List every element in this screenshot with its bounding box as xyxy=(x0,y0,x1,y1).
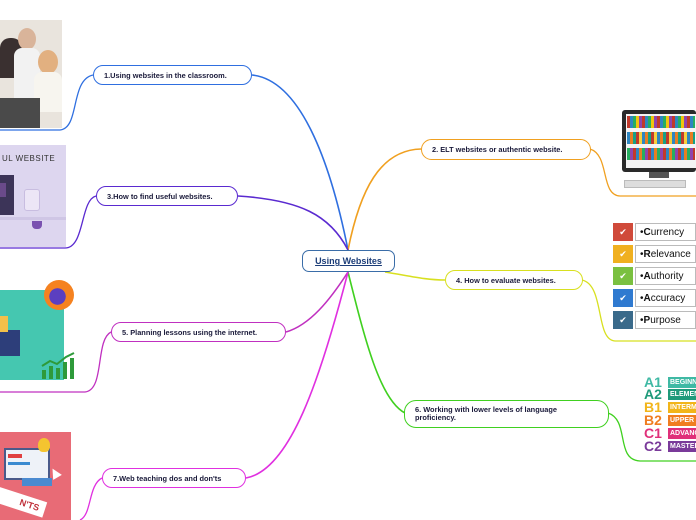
chevron-down-icon: ✔ xyxy=(613,289,633,307)
useful-website-caption: UL WEBSITE xyxy=(2,154,56,163)
topic-find-useful-websites[interactable]: 3.How to find useful websites. xyxy=(96,186,238,206)
link-topic-6 xyxy=(347,271,406,414)
criteria-rest: elevance xyxy=(650,248,691,260)
link-topic-7 xyxy=(245,271,349,479)
dos-donts-image: N'TS xyxy=(0,432,71,520)
criteria-letter: A xyxy=(643,270,651,282)
criteria-letter: R xyxy=(643,248,651,260)
keyboard-illustration xyxy=(22,478,52,486)
puzzle-icon xyxy=(0,330,20,356)
chevron-down-icon: ✔ xyxy=(613,223,633,241)
monitor-bar xyxy=(8,454,22,458)
topic-lower-levels[interactable]: 6. Working with lower levels of language… xyxy=(404,400,609,428)
person-illustration xyxy=(0,183,6,197)
level-row: C2 MASTER xyxy=(644,438,696,453)
shelf-row xyxy=(627,132,695,144)
chevron-down-icon: ✔ xyxy=(613,245,633,263)
topic-using-websites-in-classroom[interactable]: 1.Using websites in the classroom. xyxy=(93,65,252,85)
topic-elt-or-authentic-websites[interactable]: 2. ELT websites or authentic website. xyxy=(421,139,591,160)
link-topic-2 xyxy=(347,148,422,251)
level-row: A1 BEGINNE xyxy=(644,375,696,390)
level-row: A2 ELEMEN xyxy=(644,386,696,402)
level-code: B1 xyxy=(644,399,662,415)
language-levels-image: A1 BEGINNE A2 ELEMEN B1 INTERM B2 UPPER … xyxy=(644,375,696,453)
link-image-5 xyxy=(0,331,112,393)
level-row: B1 INTERM xyxy=(644,399,696,415)
level-name: BEGINNE xyxy=(668,376,696,388)
link-topic-4 xyxy=(384,271,446,281)
criteria-letter: A xyxy=(643,292,651,304)
monitor-bar xyxy=(8,462,30,465)
central-topic[interactable]: Using Websites xyxy=(302,250,395,272)
link-image-2 xyxy=(589,148,696,197)
link-image-7 xyxy=(79,477,103,520)
link-image-1 xyxy=(0,74,94,131)
criteria-letter: P xyxy=(643,314,651,326)
shelf-row xyxy=(627,116,695,128)
criteria-rest: ccuracy xyxy=(650,292,686,304)
keyboard xyxy=(624,180,686,188)
link-topic-3 xyxy=(237,195,349,251)
link-image-4 xyxy=(581,279,696,342)
cup xyxy=(32,221,42,229)
link-image-3 xyxy=(0,195,97,249)
firefox-icon xyxy=(44,280,74,310)
level-code: B2 xyxy=(644,412,662,428)
monitor-stand xyxy=(649,172,669,178)
level-name: UPPER I xyxy=(668,414,696,426)
useful-website-image: UL WEBSITE xyxy=(0,145,66,247)
level-code: A2 xyxy=(644,386,662,402)
lightbulb-icon xyxy=(38,438,50,452)
chevron-down-icon: ✔ xyxy=(613,311,633,329)
donts-sign-label: N'TS xyxy=(18,497,41,513)
classroom-photo xyxy=(0,20,62,128)
topic-evaluate-websites[interactable]: 4. How to evaluate websites. xyxy=(445,270,583,290)
level-code: C1 xyxy=(644,425,662,441)
laptop xyxy=(0,98,40,128)
link-image-6 xyxy=(607,412,696,462)
desk xyxy=(0,217,66,220)
plant-pot xyxy=(24,189,40,211)
planning-lessons-image xyxy=(0,278,80,380)
criteria-rest: urrency xyxy=(650,226,685,238)
level-name: INTERM xyxy=(668,401,696,413)
level-name: ELEMEN xyxy=(668,388,696,400)
donts-sign: N'TS xyxy=(0,486,48,518)
puzzle-icon xyxy=(0,316,8,332)
student-figure xyxy=(18,28,36,50)
bookshelf-monitor-image xyxy=(619,102,696,192)
level-name: MASTER xyxy=(668,440,696,452)
chevron-down-icon: ✔ xyxy=(613,267,633,285)
growth-chart-icon xyxy=(41,352,75,379)
level-row: B2 UPPER I xyxy=(644,412,696,428)
shelf-row xyxy=(627,148,695,160)
level-code: C2 xyxy=(644,438,662,453)
topic-web-teaching-dos-donts[interactable]: 7.Web teaching dos and don'ts xyxy=(102,468,246,488)
link-topic-1 xyxy=(251,74,349,251)
criteria-rest: uthority xyxy=(650,270,684,282)
topic-planning-lessons[interactable]: 5. Planning lessons using the internet. xyxy=(111,322,286,342)
criteria-letter: C xyxy=(643,226,651,238)
level-code: A1 xyxy=(644,375,662,390)
criteria-rest: urpose xyxy=(650,314,681,326)
link-topic-5 xyxy=(285,271,349,333)
student-figure xyxy=(38,50,58,74)
